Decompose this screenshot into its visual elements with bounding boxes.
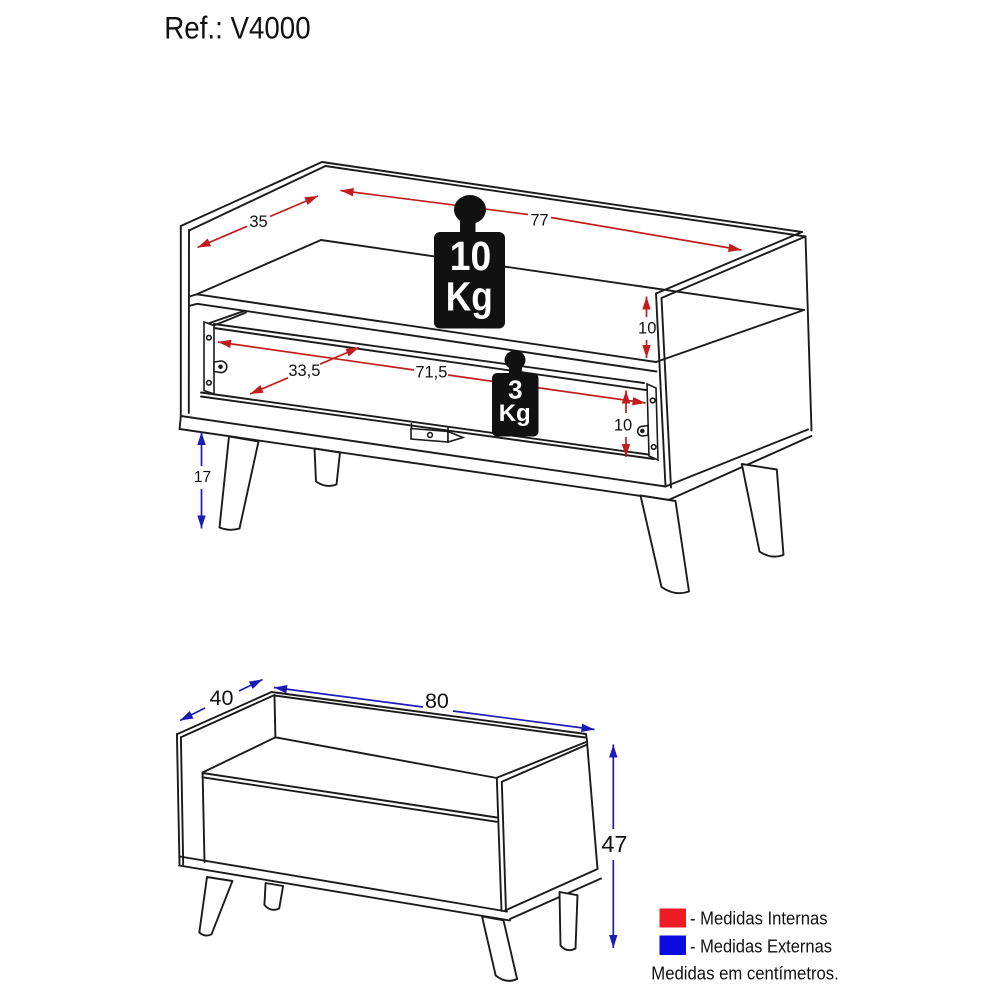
svg-text:10: 10: [638, 320, 656, 338]
svg-text:10: 10: [614, 417, 632, 435]
svg-text:17: 17: [194, 469, 211, 486]
svg-text:80: 80: [425, 689, 449, 713]
svg-text:33,5: 33,5: [288, 362, 320, 380]
svg-text:77: 77: [530, 212, 548, 230]
svg-text:Ref.: V4000: Ref.: V4000: [164, 9, 310, 45]
svg-text:Medidas em centímetros.: Medidas em centímetros.: [651, 964, 839, 984]
svg-text:71,5: 71,5: [415, 363, 447, 381]
svg-text:47: 47: [601, 831, 627, 857]
svg-text:10: 10: [450, 233, 492, 279]
svg-text:Kg: Kg: [446, 274, 493, 320]
svg-text:- Medidas Internas: - Medidas Internas: [690, 909, 828, 929]
svg-text:- Medidas Externas: - Medidas Externas: [690, 937, 832, 957]
svg-text:Kg: Kg: [499, 400, 531, 427]
svg-text:40: 40: [210, 686, 234, 710]
svg-text:35: 35: [249, 213, 267, 231]
